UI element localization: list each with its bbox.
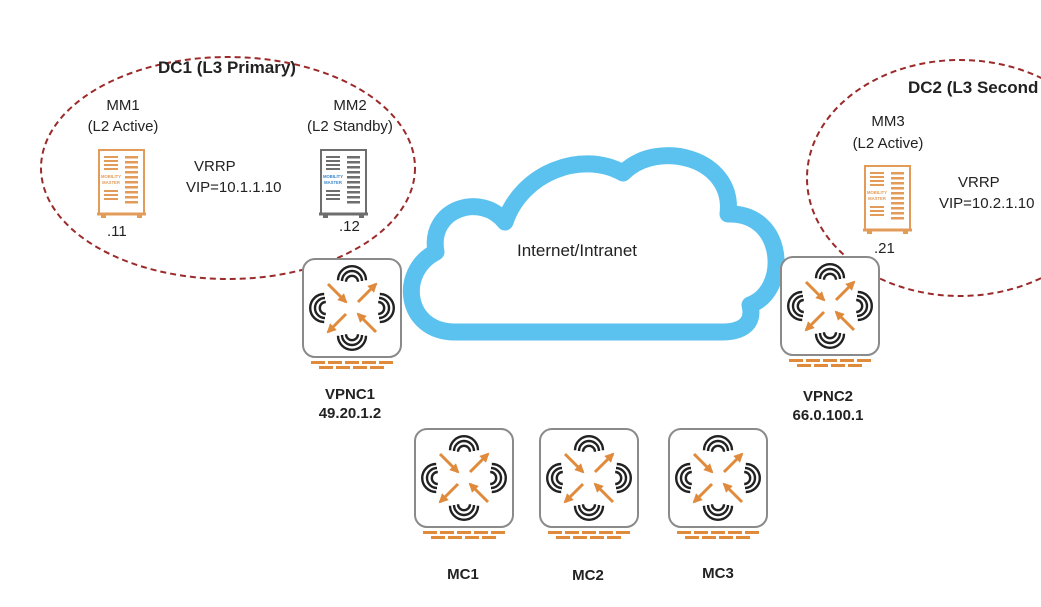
- mc1-controller-icon: [414, 428, 514, 539]
- mm3-name: MM3: [871, 113, 905, 130]
- svg-text:MOBILITY: MOBILITY: [867, 190, 887, 195]
- mc2-controller-icon: [539, 428, 639, 539]
- mc1-name: MC1: [447, 566, 479, 583]
- mm2-name: MM2: [333, 97, 367, 114]
- cloud-icon: [403, 147, 785, 341]
- vpnc2-ip: 66.0.100.1: [792, 407, 864, 424]
- mc3-controller-icon: [668, 428, 768, 539]
- mm3-ip: .21: [874, 240, 895, 257]
- vpnc1-ip: 49.20.1.2: [318, 405, 382, 422]
- svg-text:MOBILITY: MOBILITY: [101, 174, 121, 179]
- svg-text:MASTER: MASTER: [868, 196, 886, 201]
- mm1-name: MM1: [106, 97, 140, 114]
- svg-text:MOBILITY: MOBILITY: [323, 174, 343, 179]
- mm1-role: (L2 Active): [87, 118, 159, 135]
- dc2-title: DC2 (L3 Second: [908, 78, 1039, 97]
- mc2-name: MC2: [572, 567, 604, 584]
- mc3-name: MC3: [702, 565, 734, 582]
- dc1-vip-label: VIP=10.1.1.10: [186, 179, 282, 196]
- dc1-vrrp-label: VRRP: [194, 158, 236, 175]
- dc2-vrrp-label: VRRP: [958, 174, 1000, 191]
- mm3-role: (L2 Active): [852, 135, 924, 152]
- cloud-label: Internet/Intranet: [517, 241, 638, 260]
- dc2-vip-label: VIP=10.2.1.10: [939, 195, 1035, 212]
- dc2-boundary: [806, 59, 1041, 297]
- dc1-title: DC1 (L3 Primary): [158, 58, 296, 77]
- mm2-ip: .12: [339, 218, 360, 235]
- mm2-role: (L2 Standby): [307, 118, 393, 135]
- vpnc1-name: VPNC1: [324, 386, 376, 403]
- vpnc1-controller-icon: [302, 258, 402, 369]
- mm1-ip: .11: [107, 223, 127, 240]
- svg-text:MASTER: MASTER: [324, 180, 342, 185]
- dc1-boundary: [40, 56, 416, 280]
- vpnc2-controller-icon: [780, 256, 880, 367]
- svg-text:MASTER: MASTER: [102, 180, 120, 185]
- vpnc2-name: VPNC2: [802, 388, 854, 405]
